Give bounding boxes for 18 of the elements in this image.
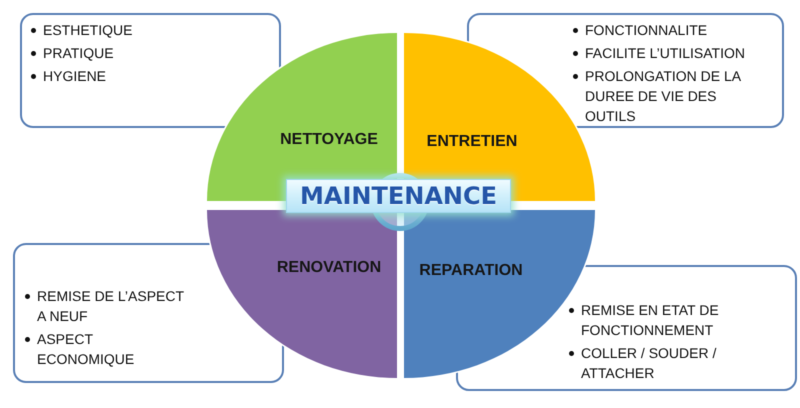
info-card (20, 13, 281, 128)
list-item-text: ESTHETIQUE (43, 21, 134, 40)
segment-label: ENTRETIEN (426, 132, 518, 152)
quadrant-segment (207, 210, 397, 378)
segment-label: RENOVATION (276, 258, 382, 278)
center-title: MAINTENANCE (300, 182, 497, 210)
list-item-text: FONCTIONNALITE (585, 21, 708, 40)
list-item-text: ASPECT ECONOMIQUE (37, 330, 136, 369)
segment-label: NETTOYAGE (280, 130, 378, 150)
segment-label: REPARATION (419, 261, 523, 281)
list-item-text: PRATIQUE (43, 44, 115, 63)
center-banner (286, 179, 511, 213)
list-item-text: COLLER / SOUDER / ATTACHER (581, 344, 718, 383)
list-item-text: HYGIENE (43, 67, 108, 86)
list-item-text: PROLONGATION DE LA DUREE DE VIE DES OUTILS (585, 67, 742, 126)
list-item-text: REMISE EN ETAT DE FONCTIONNEMENT (581, 301, 720, 340)
list-item-text: REMISE DE L’ASPECT A NEUF (37, 287, 185, 326)
list-item-text: FACILITE L’UTILISATION (585, 44, 746, 63)
